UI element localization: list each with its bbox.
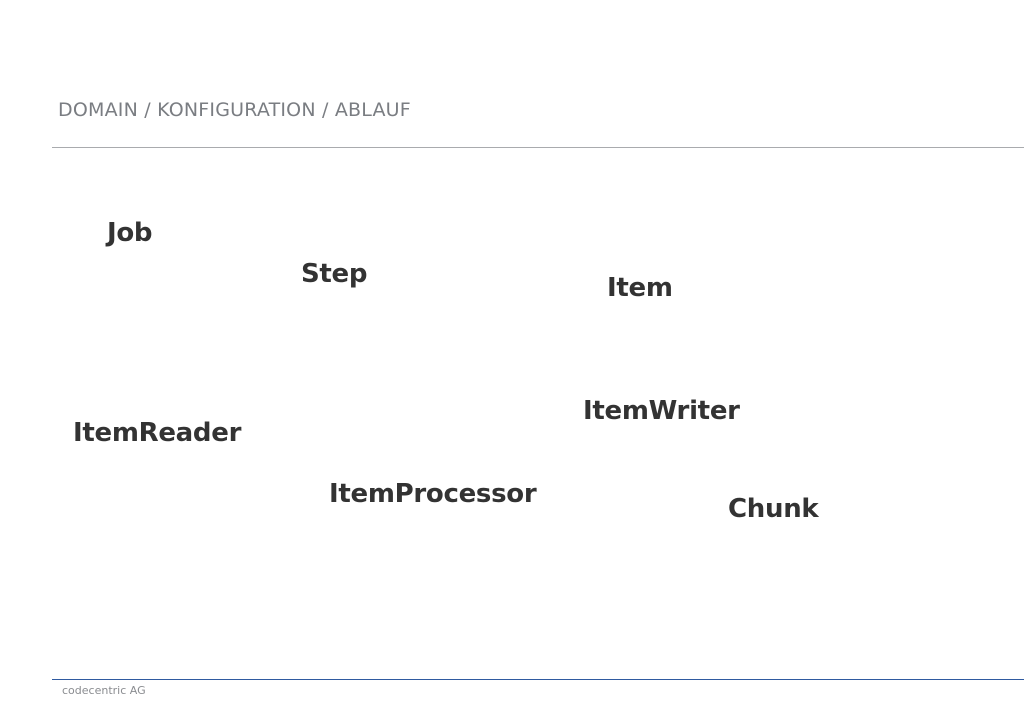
footer-company: codecentric AG [62,684,146,697]
term-step: Step [301,259,368,289]
footer-divider [52,679,1024,680]
term-item: Item [607,273,673,303]
title-divider [52,147,1024,148]
term-job: Job [107,218,153,248]
term-item-processor: ItemProcessor [329,479,537,509]
term-item-writer: ItemWriter [583,396,740,426]
term-chunk: Chunk [728,494,819,524]
term-item-reader: ItemReader [73,418,242,448]
slide-title: DOMAIN / KONFIGURATION / ABLAUF [58,99,411,121]
